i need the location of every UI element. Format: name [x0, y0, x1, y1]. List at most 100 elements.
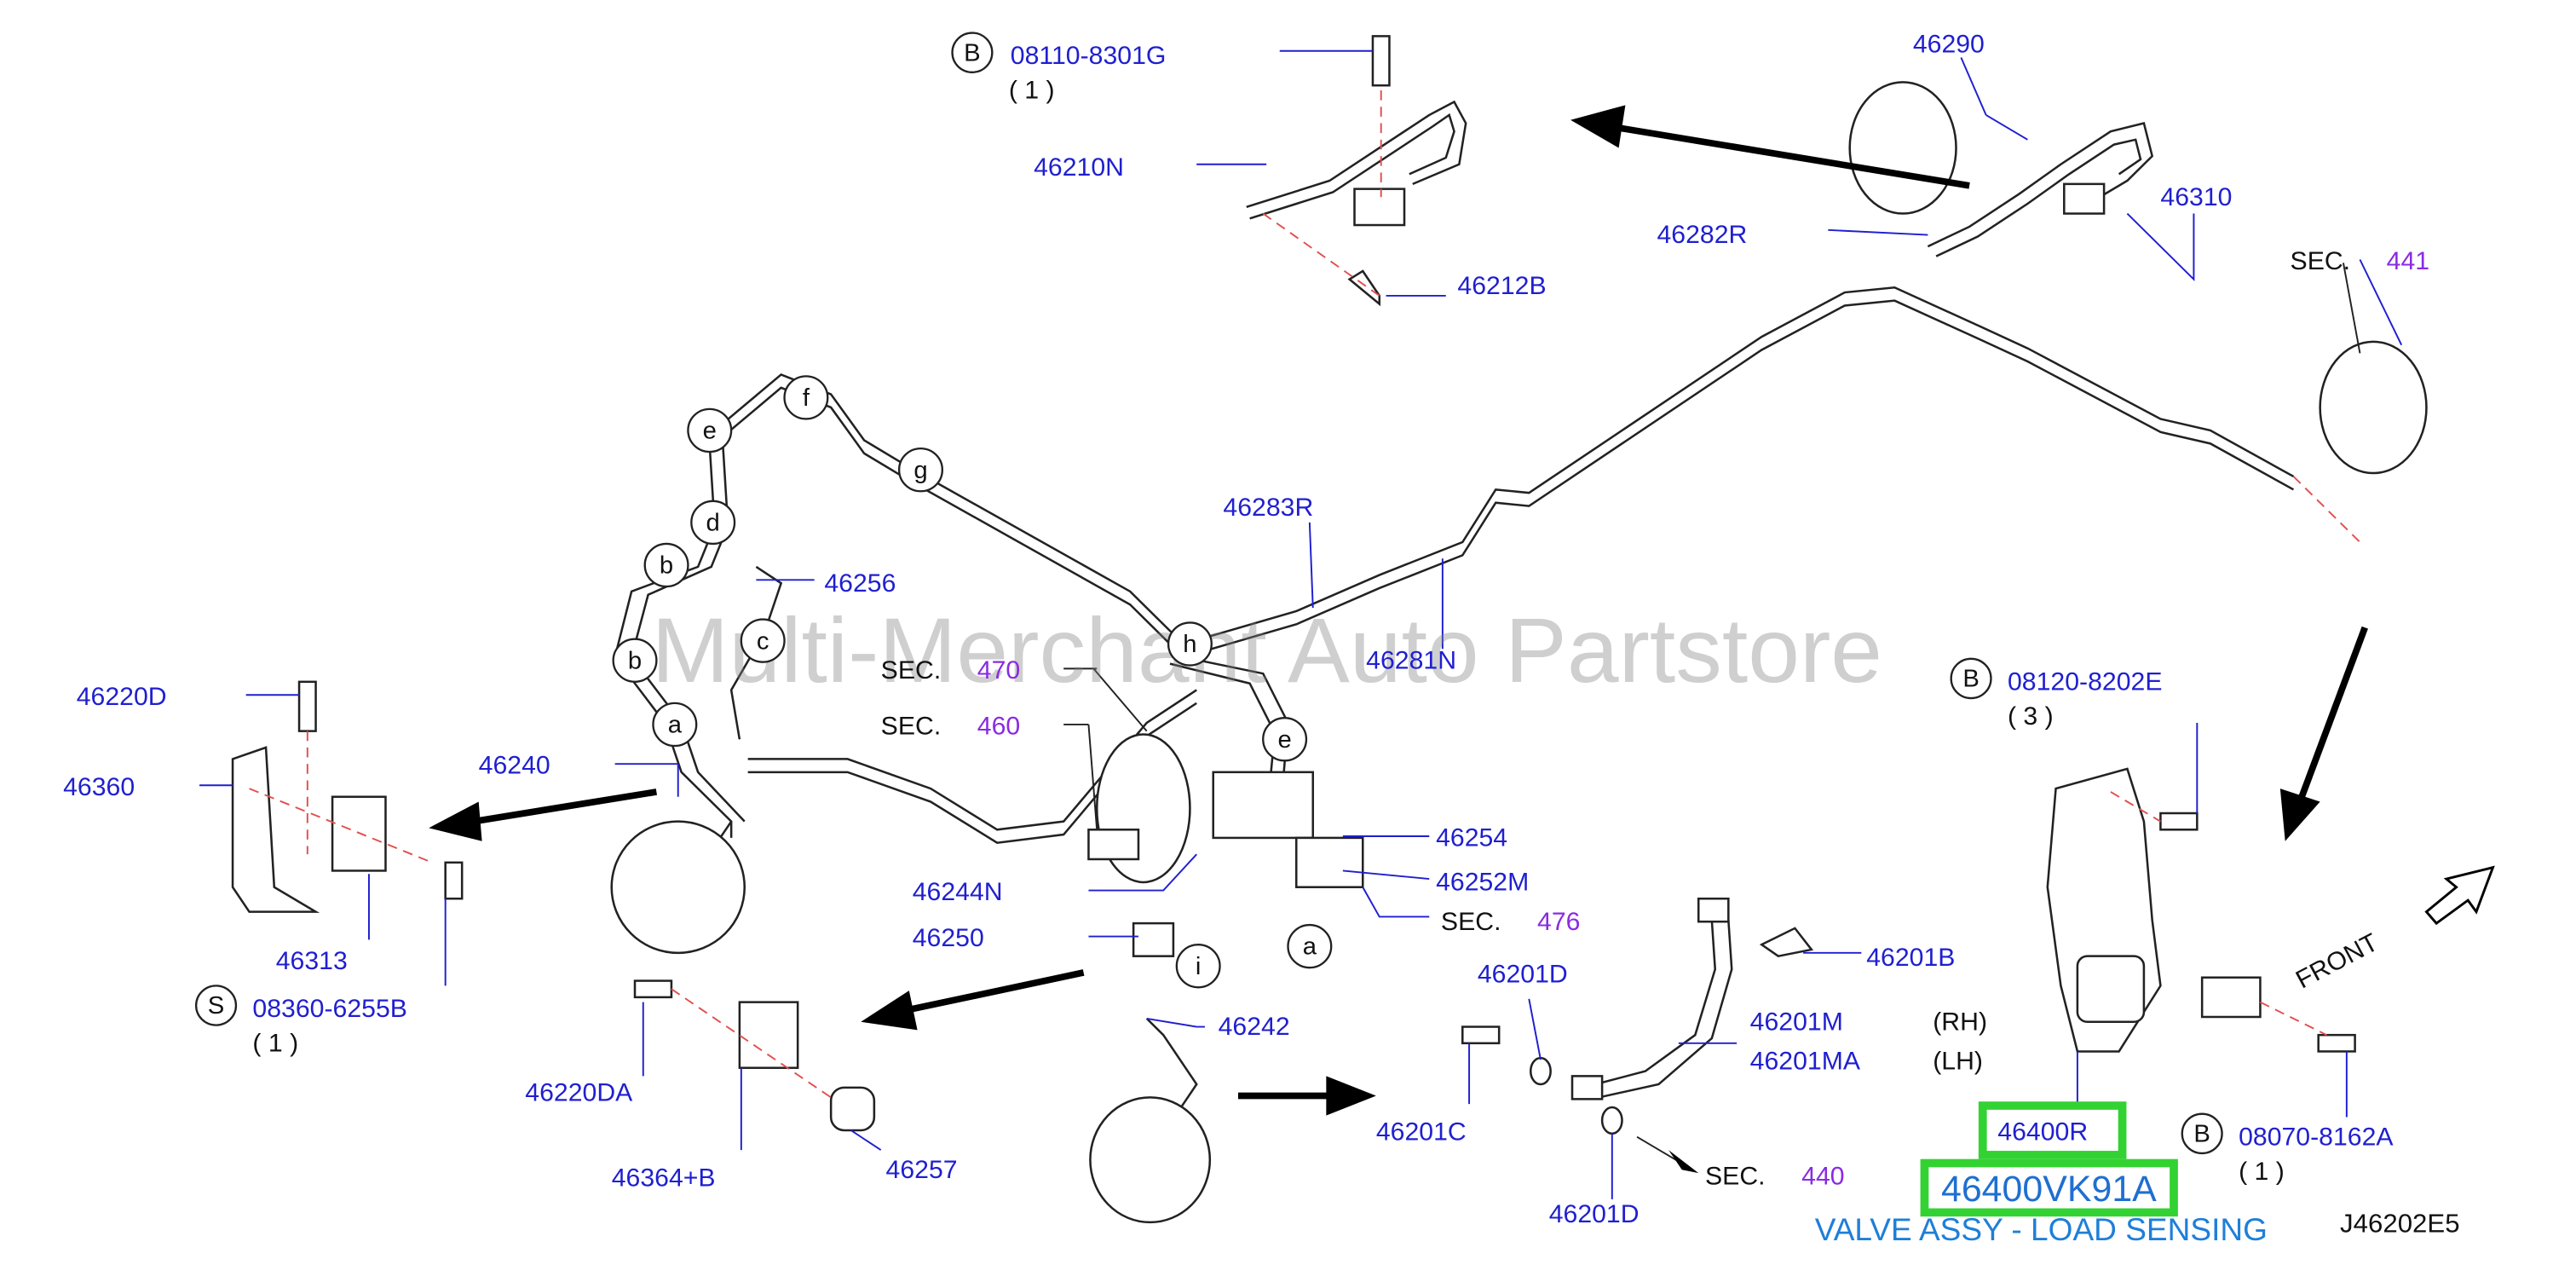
bolt-46220D: [297, 680, 317, 732]
svg-text:46400VK91A: 46400VK91A: [1941, 1169, 2157, 1210]
bracket-46252M: [1294, 836, 1364, 888]
svg-text:08110-8301G: 08110-8301G: [1011, 42, 1167, 70]
callout-g: g: [897, 447, 944, 493]
part-46283R[interactable]: 46283R: [1223, 494, 1313, 522]
svg-text:SEC.: SEC.: [881, 656, 942, 684]
hose-fitting-top: [1697, 897, 1730, 923]
part-46252M[interactable]: 46252M: [1436, 869, 1529, 897]
leader-lines: [199, 49, 2403, 1199]
front-label: FRONT: [2291, 928, 2383, 994]
bolt-spec-08120[interactable]: B 08120-8202E ( 3 ): [1950, 657, 2163, 731]
part-46244N[interactable]: 46244N: [913, 878, 1003, 906]
part-46201D-bottom[interactable]: 46201D: [1549, 1200, 1640, 1228]
master-cylinder-body: [1087, 829, 1140, 861]
part-46201D-top[interactable]: 46201D: [1478, 961, 1568, 989]
sec-ref-476[interactable]: SEC. 476: [1441, 908, 1581, 936]
callout-d: d: [690, 500, 736, 546]
washer-46201D-bot: [1600, 1106, 1623, 1135]
hose-fitting-bottom: [1570, 1075, 1604, 1100]
part-labels: 46290 46310 46282R 46210N 46212B 46283R …: [63, 31, 2232, 1228]
svg-text:e: e: [703, 418, 717, 445]
svg-text:h: h: [1183, 631, 1196, 658]
part-46212B[interactable]: 46212B: [1457, 272, 1546, 300]
highlighted-part-46400VK91A[interactable]: 46400VK91A: [1920, 1158, 2178, 1217]
part-46201C[interactable]: 46201C: [1376, 1118, 1467, 1147]
bolt-spec-08360[interactable]: S 08360-6255B ( 1 ): [194, 985, 407, 1058]
bushing-46257: [829, 1086, 876, 1132]
svg-text:46400R: 46400R: [1997, 1118, 2088, 1147]
sec-ref-470[interactable]: SEC. 470: [881, 656, 1021, 684]
part-46250[interactable]: 46250: [913, 924, 984, 952]
svg-text:a: a: [668, 712, 683, 739]
brake-piping: [614, 100, 2295, 1159]
highlighted-part-46400R[interactable]: 46400R: [1978, 1101, 2127, 1159]
svg-text:460: 460: [977, 713, 1020, 741]
drum-sec441: [2319, 340, 2428, 475]
svg-text:440: 440: [1801, 1163, 1844, 1191]
svg-text:B: B: [964, 39, 981, 66]
svg-text:f: f: [803, 384, 810, 412]
svg-text:SEC.: SEC.: [2291, 247, 2351, 275]
callout-b-upper: b: [643, 542, 689, 588]
sec-ref-441[interactable]: SEC. 441: [2291, 247, 2430, 275]
callout-a-left: a: [652, 702, 698, 748]
svg-text:( 1 ): ( 1 ): [252, 1030, 298, 1058]
part-46220DA[interactable]: 46220DA: [525, 1078, 632, 1106]
bolt-08110: [1371, 35, 1391, 87]
callout-b-lower: b: [612, 638, 658, 683]
diagram-reference-code: J46202E5: [2340, 1209, 2460, 1239]
part-46220D[interactable]: 46220D: [77, 683, 167, 711]
svg-text:b: b: [660, 552, 673, 580]
part-46201M[interactable]: 46201M: [1750, 1008, 1843, 1037]
svg-text:a: a: [1303, 933, 1317, 961]
part-46254[interactable]: 46254: [1436, 824, 1507, 852]
junction-block-top: [1353, 188, 1406, 227]
svg-text:B: B: [1962, 666, 1980, 693]
part-46201MA[interactable]: 46201MA: [1750, 1048, 1860, 1076]
connector-46313: [331, 795, 387, 872]
bolt-46201C: [1461, 1025, 1501, 1045]
part-46210N[interactable]: 46210N: [1034, 153, 1124, 182]
abs-actuator: [1212, 771, 1315, 840]
side-label-lh: (LH): [1933, 1048, 1983, 1076]
part-46257[interactable]: 46257: [886, 1156, 958, 1184]
sec-ref-440[interactable]: SEC. 440: [1705, 1163, 1845, 1191]
side-label-rh: (RH): [1933, 1008, 1987, 1037]
part-46310[interactable]: 46310: [2160, 183, 2232, 211]
svg-text:b: b: [628, 648, 642, 675]
svg-text:i: i: [1196, 953, 1202, 980]
clip-46212B: [1347, 269, 1381, 307]
valve-body-46400: [2076, 955, 2146, 1024]
svg-text:d: d: [706, 510, 720, 537]
bolt-08360: [444, 861, 464, 900]
drum-46290: [1848, 81, 1957, 215]
part-description: VALVE ASSY - LOAD SENSING: [1815, 1212, 2268, 1247]
callout-i: i: [1175, 944, 1221, 989]
watermark-text: Multi-Merchant Auto Partstore: [652, 599, 1883, 702]
valve-spring-bracket: [2200, 976, 2262, 1019]
part-46281N[interactable]: 46281N: [1366, 647, 1456, 675]
svg-text:( 3 ): ( 3 ): [2008, 702, 2054, 731]
part-46201B[interactable]: 46201B: [1866, 944, 1955, 972]
bolt-spec-08070[interactable]: B 08070-8162A ( 1 ): [2181, 1112, 2394, 1186]
part-46290[interactable]: 46290: [1913, 31, 1985, 59]
svg-text:g: g: [913, 457, 927, 484]
part-46242[interactable]: 46242: [1219, 1013, 1290, 1041]
alignment-lines: [249, 90, 2361, 1099]
part-46282R[interactable]: 46282R: [1657, 221, 1747, 249]
svg-text:441: 441: [2387, 247, 2429, 275]
callout-e-mid: e: [1262, 717, 1308, 762]
part-46360[interactable]: 46360: [63, 773, 135, 801]
svg-text:476: 476: [1537, 908, 1580, 936]
callout-letters: e f g d b c b a h e a i: [612, 375, 1333, 989]
part-46240[interactable]: 46240: [479, 752, 550, 780]
part-46364-B[interactable]: 46364+B: [612, 1164, 716, 1193]
callout-h: h: [1167, 621, 1213, 667]
part-46313[interactable]: 46313: [276, 947, 348, 975]
block-46250: [1132, 921, 1175, 957]
bolt-spec-08110[interactable]: B 08110-8301G ( 1 ): [951, 32, 1167, 105]
part-46256[interactable]: 46256: [824, 569, 896, 598]
sec-ref-460[interactable]: SEC. 460: [881, 713, 1021, 741]
svg-text:B: B: [2193, 1121, 2210, 1148]
